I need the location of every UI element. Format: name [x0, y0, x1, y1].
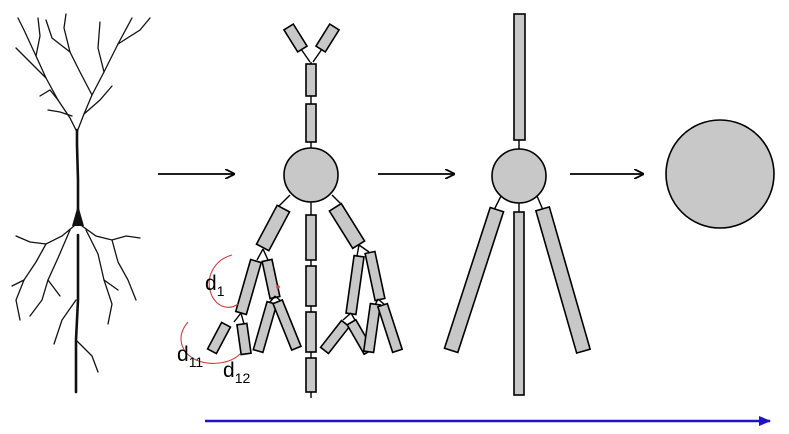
basal-left-sub-2: [271, 298, 303, 352]
svg-text:d1: d1: [205, 272, 225, 299]
apical-equivalent-cylinder: [513, 13, 526, 141]
svg-text:d11: d11: [177, 343, 203, 370]
neuron-soma-icon: [72, 205, 84, 226]
reduced-soma: [491, 148, 547, 204]
basal-left-d1: [234, 258, 263, 316]
basal-center-segment-1: [305, 214, 317, 261]
basal-right-right-branch: [364, 250, 386, 302]
basal-cylinder-right: [534, 205, 592, 355]
pyramidal-neuron-drawing: [11, 13, 151, 394]
compartment-model: [206, 22, 404, 398]
compartment-soma: [283, 147, 339, 203]
point-neuron: [665, 119, 775, 229]
label-d11: d11: [177, 343, 203, 370]
basal-left-d11: [206, 321, 232, 355]
basal-center-segment-3: [305, 311, 317, 353]
apical-branch-right: [314, 22, 341, 54]
basal-cylinder-left: [443, 206, 505, 354]
basal-cylinder-center: [513, 211, 525, 396]
apical-trunk-segment-1: [305, 63, 317, 97]
red-annotation-marks: [180, 254, 280, 364]
basal-center-segment-2: [305, 265, 317, 307]
basal-center-segment-4: [305, 357, 317, 393]
basal-right-parent: [328, 202, 366, 250]
basal-right-left-branch: [345, 254, 365, 316]
apical-branch-left: [282, 22, 309, 54]
svg-text:d12: d12: [223, 359, 250, 386]
label-d12: d12: [223, 359, 250, 386]
basal-left-d12: [236, 322, 252, 356]
apical-trunk-segment-2: [305, 103, 317, 143]
basal-right-sub-3: [362, 302, 382, 354]
basal-left-sibling: [261, 258, 281, 300]
basal-right-sub-4: [376, 302, 404, 354]
basal-right-sub-1: [319, 319, 351, 355]
basal-left-parent: [255, 204, 291, 252]
basal-left-sub-1: [252, 300, 278, 354]
label-d1: d1: [205, 272, 225, 299]
equivalent-cylinder-model: [443, 13, 592, 396]
